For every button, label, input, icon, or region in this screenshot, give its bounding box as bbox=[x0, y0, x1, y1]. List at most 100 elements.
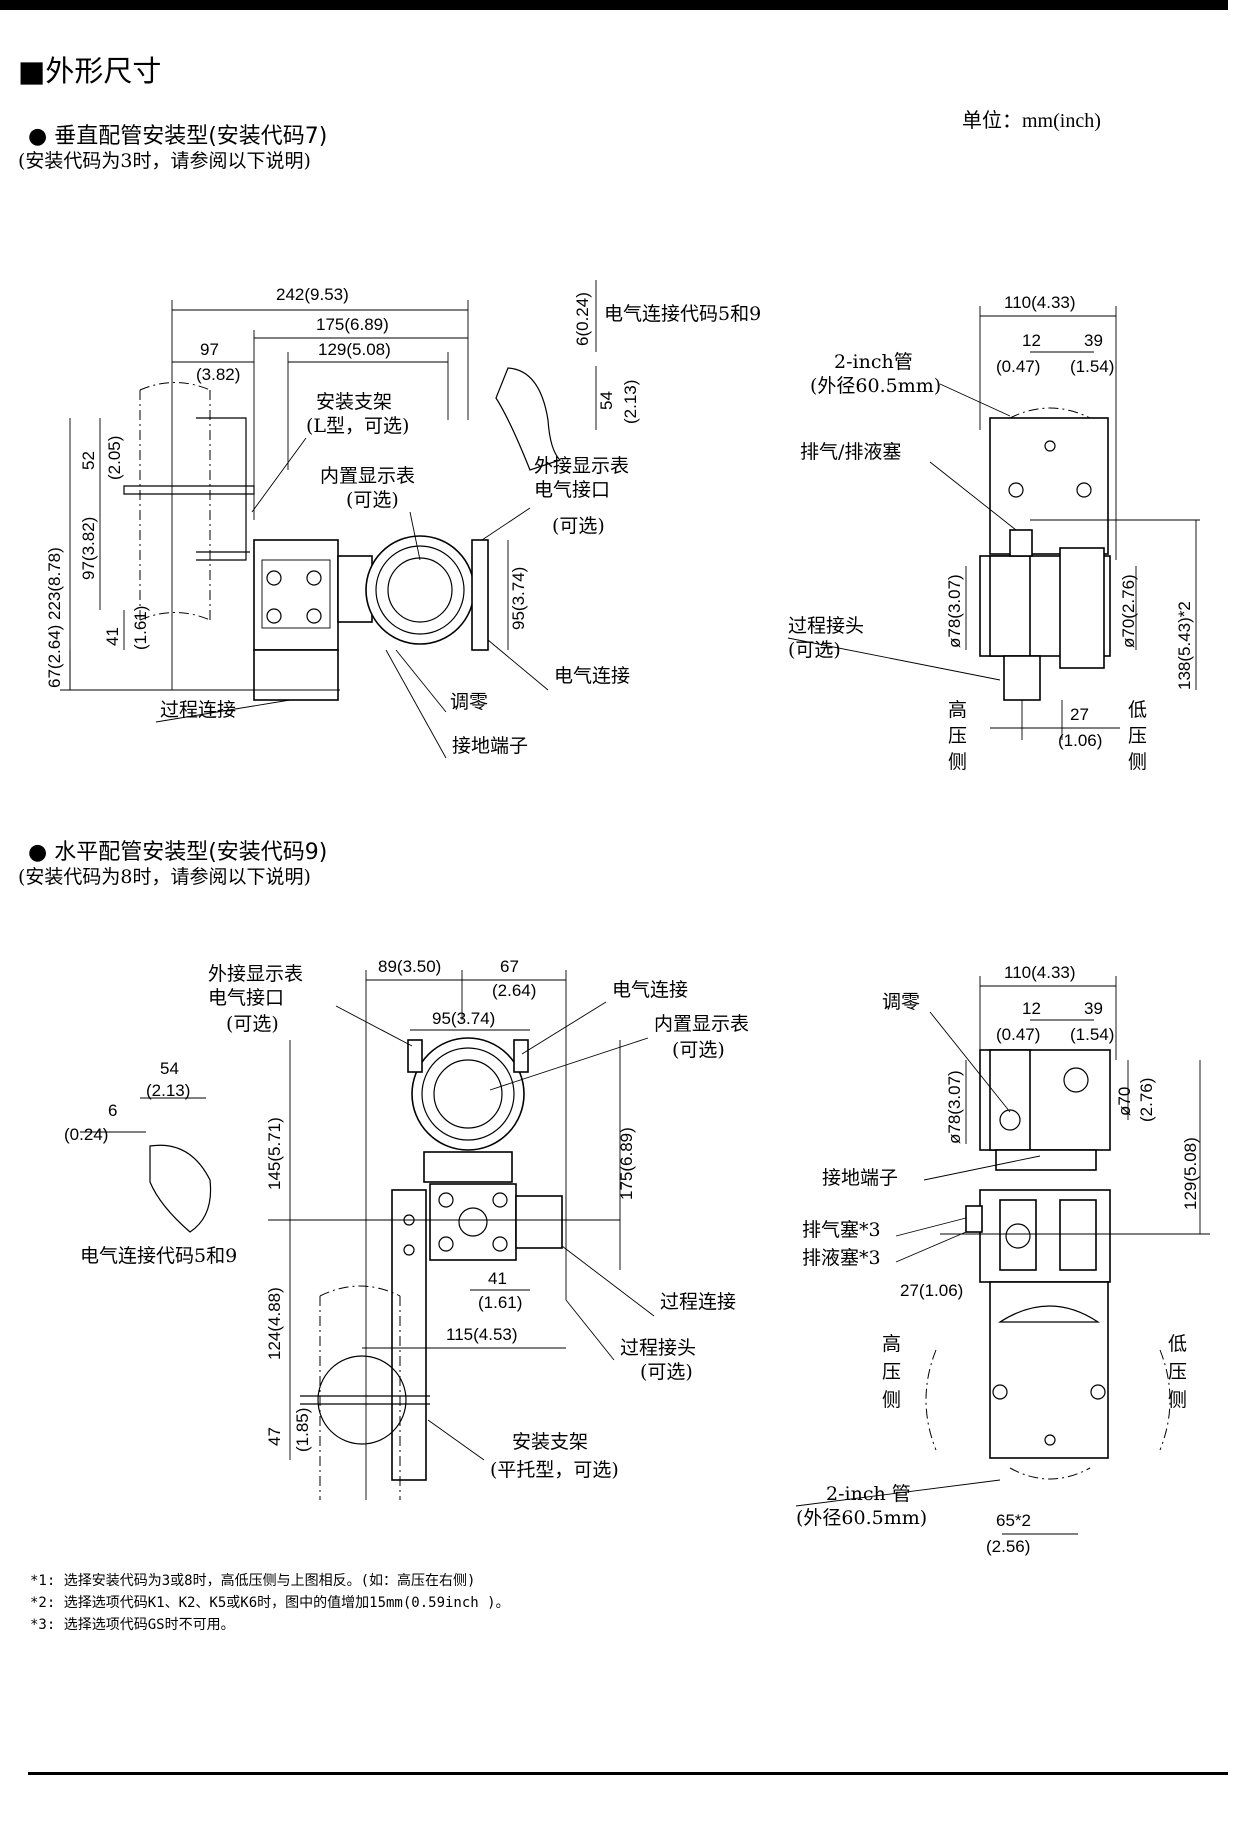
label-int-display-opt: (可选) bbox=[346, 489, 399, 511]
label-ext-opt: (可选) bbox=[226, 1013, 279, 1035]
dim-124: 124(4.88) bbox=[265, 1287, 284, 1360]
dim-67-in: (2.64) bbox=[492, 981, 536, 1000]
dim-41: 41 bbox=[103, 627, 122, 646]
dim-54: 54 bbox=[597, 391, 616, 410]
dim-39-in: (1.54) bbox=[1070, 1025, 1114, 1044]
dim-175: 175(6.89) bbox=[617, 1127, 636, 1200]
dim-78: ø78(3.07) bbox=[945, 1070, 964, 1144]
label-vent: 排气/排液塞 bbox=[800, 441, 901, 463]
dim-27-in: (1.06) bbox=[1058, 731, 1102, 750]
dim-12: 12 bbox=[1022, 331, 1041, 350]
label-process-head: 过程接头 bbox=[788, 615, 864, 637]
label-pipe-od: (外径60.5mm) bbox=[810, 375, 941, 397]
label-low-3: 侧 bbox=[1168, 1389, 1187, 1411]
label-ext-display: 外接显示表 bbox=[534, 455, 629, 477]
dim-67: 67(2.64) bbox=[45, 625, 64, 688]
dim-70: ø70(2.76) bbox=[1119, 574, 1138, 648]
horizontal-note: (安装代码为8时，请参阅以下说明) bbox=[18, 866, 311, 888]
label-elec-conn: 电气连接 bbox=[554, 665, 630, 687]
label-low-2: 压 bbox=[1168, 1361, 1187, 1383]
label-zero: 调零 bbox=[450, 691, 488, 713]
label-low-3: 侧 bbox=[1128, 751, 1147, 773]
dim-97: 97 bbox=[200, 340, 219, 359]
label-bracket-type: (平托型，可选) bbox=[490, 1459, 619, 1481]
label-high-3: 侧 bbox=[882, 1389, 901, 1411]
dim-41-in: (1.61) bbox=[131, 606, 150, 650]
dim-97v: 97(3.82) bbox=[79, 517, 98, 580]
dim-27: 27(1.06) bbox=[900, 1281, 963, 1300]
label-int-display-opt: (可选) bbox=[672, 1039, 725, 1061]
dim-27: 27 bbox=[1070, 705, 1089, 724]
dim-54-in: (2.13) bbox=[146, 1081, 190, 1100]
label-ext-conn: 电气接口 bbox=[208, 987, 284, 1009]
label-pipe: 2-inch管 bbox=[834, 351, 913, 373]
label-drain: 排液塞*3 bbox=[802, 1247, 881, 1269]
dim-242: 242(9.53) bbox=[276, 285, 349, 304]
dim-78: ø78(3.07) bbox=[945, 574, 964, 648]
dim-145: 145(5.71) bbox=[265, 1117, 284, 1190]
dim-39: 39 bbox=[1084, 331, 1103, 350]
vertical-front-view: 110(4.33) 12 (0.47) 39 (1.54) 138(5.43)*… bbox=[787, 293, 1200, 773]
dim-54: 54 bbox=[160, 1059, 179, 1078]
label-low-1: 低 bbox=[1168, 1333, 1187, 1355]
dim-65-in: (2.56) bbox=[986, 1537, 1030, 1556]
dim-39: 39 bbox=[1084, 999, 1103, 1018]
footnote-1: *1: 选择安装代码为3或8时，高低压侧与上图相反。(如：高压在右侧) bbox=[30, 1573, 476, 1589]
footnote-3: *3: 选择选项代码GS时不可用。 bbox=[30, 1617, 235, 1633]
label-zero: 调零 bbox=[882, 991, 920, 1013]
label-process-head: 过程接头 bbox=[620, 1337, 696, 1359]
label-process-head-opt: (可选) bbox=[640, 1361, 693, 1383]
label-low-2: 压 bbox=[1128, 725, 1147, 747]
label-high-1: 高 bbox=[948, 699, 967, 721]
bottom-rule bbox=[28, 1772, 1228, 1775]
label-bracket: 安装支架 bbox=[512, 1431, 588, 1453]
label-high-2: 压 bbox=[948, 725, 967, 747]
dim-12: 12 bbox=[1022, 999, 1041, 1018]
label-ext-display: 外接显示表 bbox=[208, 963, 303, 985]
dim-70: ø70 bbox=[1115, 1087, 1134, 1116]
label-process-conn: 过程连接 bbox=[160, 699, 236, 721]
dim-67: 67 bbox=[500, 957, 519, 976]
dim-95: 95(3.74) bbox=[432, 1009, 495, 1028]
dim-41-in: (1.61) bbox=[478, 1293, 522, 1312]
vertical-side-view: 242(9.53) 175(6.89) 97 (3.82) 129(5.08) … bbox=[45, 280, 761, 759]
dim-110: 110(4.33) bbox=[1004, 293, 1076, 312]
dim-6: 6(0.24) bbox=[573, 292, 592, 346]
dim-129: 129(5.08) bbox=[1181, 1137, 1200, 1210]
dim-115: 115(4.53) bbox=[446, 1325, 518, 1344]
label-bracket-type: (L型，可选) bbox=[306, 415, 409, 437]
dim-89: 89(3.50) bbox=[378, 957, 441, 976]
dim-97-in: (3.82) bbox=[196, 365, 240, 384]
label-ext-conn: 电气接口 bbox=[534, 479, 610, 501]
label-elec-code: 电气连接代码5和9 bbox=[80, 1245, 237, 1267]
footnote-2: *2: 选择选项代码K1、K2、K5或K6时，图中的值增加15mm(0.59in… bbox=[30, 1595, 510, 1611]
label-ground: 接地端子 bbox=[452, 735, 528, 757]
dim-110: 110(4.33) bbox=[1004, 963, 1076, 982]
dim-52-in: (2.05) bbox=[105, 436, 124, 480]
dim-129: 129(5.08) bbox=[318, 340, 391, 359]
dim-41: 41 bbox=[488, 1269, 507, 1288]
vertical-title: ● 垂直配管安装型(安装代码7) bbox=[28, 124, 328, 149]
label-int-display: 内置显示表 bbox=[654, 1013, 749, 1035]
label-high-2: 压 bbox=[882, 1361, 901, 1383]
label-elec-code: 电气连接代码5和9 bbox=[604, 303, 761, 325]
label-low-1: 低 bbox=[1128, 699, 1147, 721]
label-pipe-od: (外径60.5mm) bbox=[796, 1507, 927, 1529]
label-process-conn: 过程连接 bbox=[660, 1291, 736, 1313]
label-high-1: 高 bbox=[882, 1333, 901, 1355]
label-ground: 接地端子 bbox=[822, 1167, 898, 1189]
label-bracket: 安装支架 bbox=[316, 391, 392, 413]
dim-6: 6 bbox=[108, 1101, 117, 1120]
top-rule bbox=[0, 0, 1228, 10]
dim-223: 223(8.78) bbox=[45, 547, 64, 620]
dim-65: 65*2 bbox=[996, 1511, 1031, 1530]
horizontal-front-view: 110(4.33) 12 (0.47) 39 (1.54) ø78(3.07) … bbox=[795, 963, 1210, 1556]
dim-52: 52 bbox=[79, 451, 98, 470]
dim-12-in: (0.47) bbox=[996, 357, 1040, 376]
dim-54-in: (2.13) bbox=[621, 380, 640, 424]
vertical-note: (安装代码为3时，请参阅以下说明) bbox=[18, 150, 311, 172]
page-number: 12 bbox=[0, 0, 24, 12]
label-high-3: 侧 bbox=[948, 751, 967, 773]
dim-70-in: (2.76) bbox=[1137, 1078, 1156, 1122]
label-int-display: 内置显示表 bbox=[320, 465, 415, 487]
